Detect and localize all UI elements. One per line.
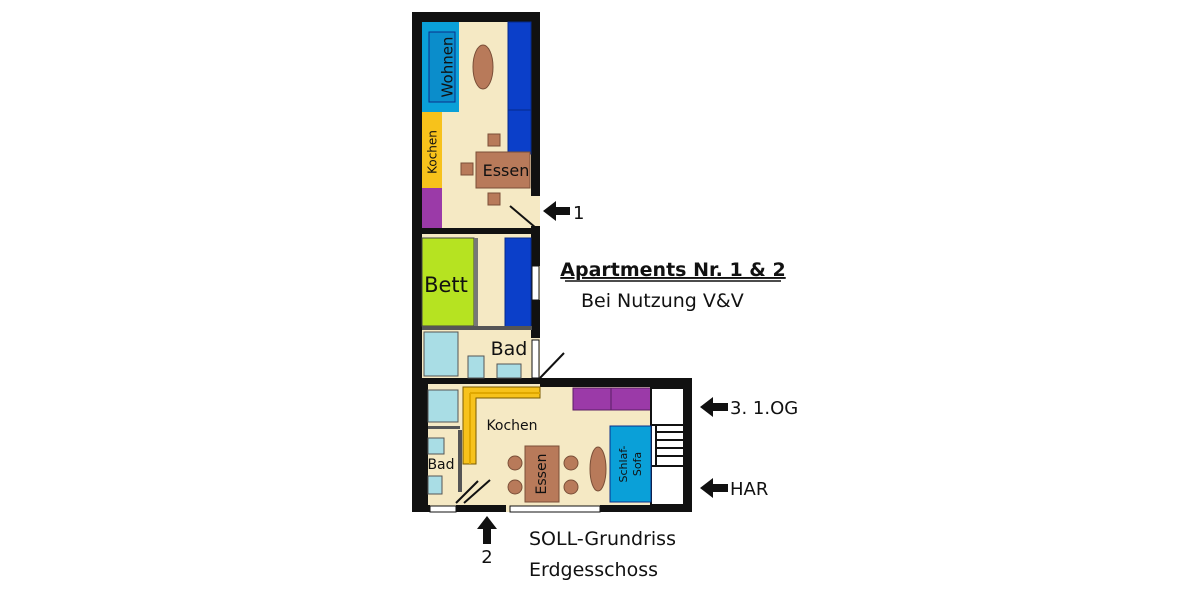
- shower-upper: [423, 331, 459, 377]
- arrow-left-icon: [700, 397, 728, 417]
- bad-wall-lower: [428, 426, 460, 429]
- entrance-2-label: 2: [481, 547, 492, 568]
- windows: [429, 265, 601, 513]
- washbasin-lower: [427, 437, 445, 455]
- label-kochen-upper: Kochen: [426, 130, 440, 174]
- door-2-swing: [455, 479, 491, 504]
- label-sofa-2: Sofa: [631, 452, 644, 476]
- kitchen-counter-upper: [422, 112, 442, 188]
- chairs-lower: [507, 455, 579, 495]
- cabinet-upper: [422, 188, 442, 228]
- arrow-up-icon: [477, 516, 497, 544]
- stairs: [651, 424, 684, 467]
- caption-line-2: Erdgesschoss: [529, 559, 658, 581]
- label-sofa-1: Schlaf-: [617, 445, 630, 482]
- washbasin-upper: [467, 355, 485, 379]
- lower-door-swing: [539, 352, 565, 379]
- wohnen-sofa-inner: [428, 31, 456, 103]
- shower-lower: [427, 389, 459, 423]
- plan-subtitle: Bei Nutzung V&V: [581, 290, 744, 312]
- label-bad-upper: Bad: [491, 338, 528, 360]
- coffee-table-lower: [589, 446, 607, 492]
- cabinet-lower-1: [572, 387, 612, 411]
- bed: [421, 237, 475, 327]
- label-bad-lower: Bad: [427, 457, 454, 473]
- caption-line-1: SOLL-Grundriss: [529, 528, 676, 550]
- coffee-table: [472, 44, 494, 90]
- arrow-left-icon: [543, 201, 570, 221]
- toilet-upper: [496, 363, 522, 379]
- bad-wall-upper: [422, 326, 532, 330]
- chairs-upper: [460, 133, 501, 206]
- dining-table-upper: [475, 151, 531, 189]
- wardrobe-bedroom: [504, 237, 532, 329]
- label-kochen-lower: Kochen: [486, 418, 537, 434]
- bed-frame-upper: [474, 238, 478, 326]
- wardrobe-upper-2: [507, 109, 532, 155]
- entrance-3-label: 3. 1.OG: [730, 398, 798, 419]
- toilet-lower: [427, 475, 443, 495]
- label-essen-lower: Essen: [534, 454, 550, 495]
- plan-title: Apartments Nr. 1 & 2: [560, 259, 785, 281]
- schlafsofa: [609, 425, 652, 503]
- label-bett: Bett: [424, 273, 468, 297]
- entrance-1-label: 1: [573, 203, 584, 224]
- label-wohnen: Wohnen: [439, 37, 457, 98]
- cabinet-lower-2: [610, 387, 652, 411]
- bad-partition-lower: [458, 430, 462, 492]
- dining-table-lower: [524, 445, 560, 503]
- entrance-har-label: HAR: [730, 479, 768, 500]
- arrow-left-icon: [700, 478, 728, 498]
- wardrobe-upper-1: [507, 21, 532, 111]
- kitchen-counter-lower: [462, 386, 541, 465]
- label-essen-upper: Essen: [483, 161, 530, 180]
- walls: [412, 12, 692, 512]
- door-1-swing: [509, 205, 537, 229]
